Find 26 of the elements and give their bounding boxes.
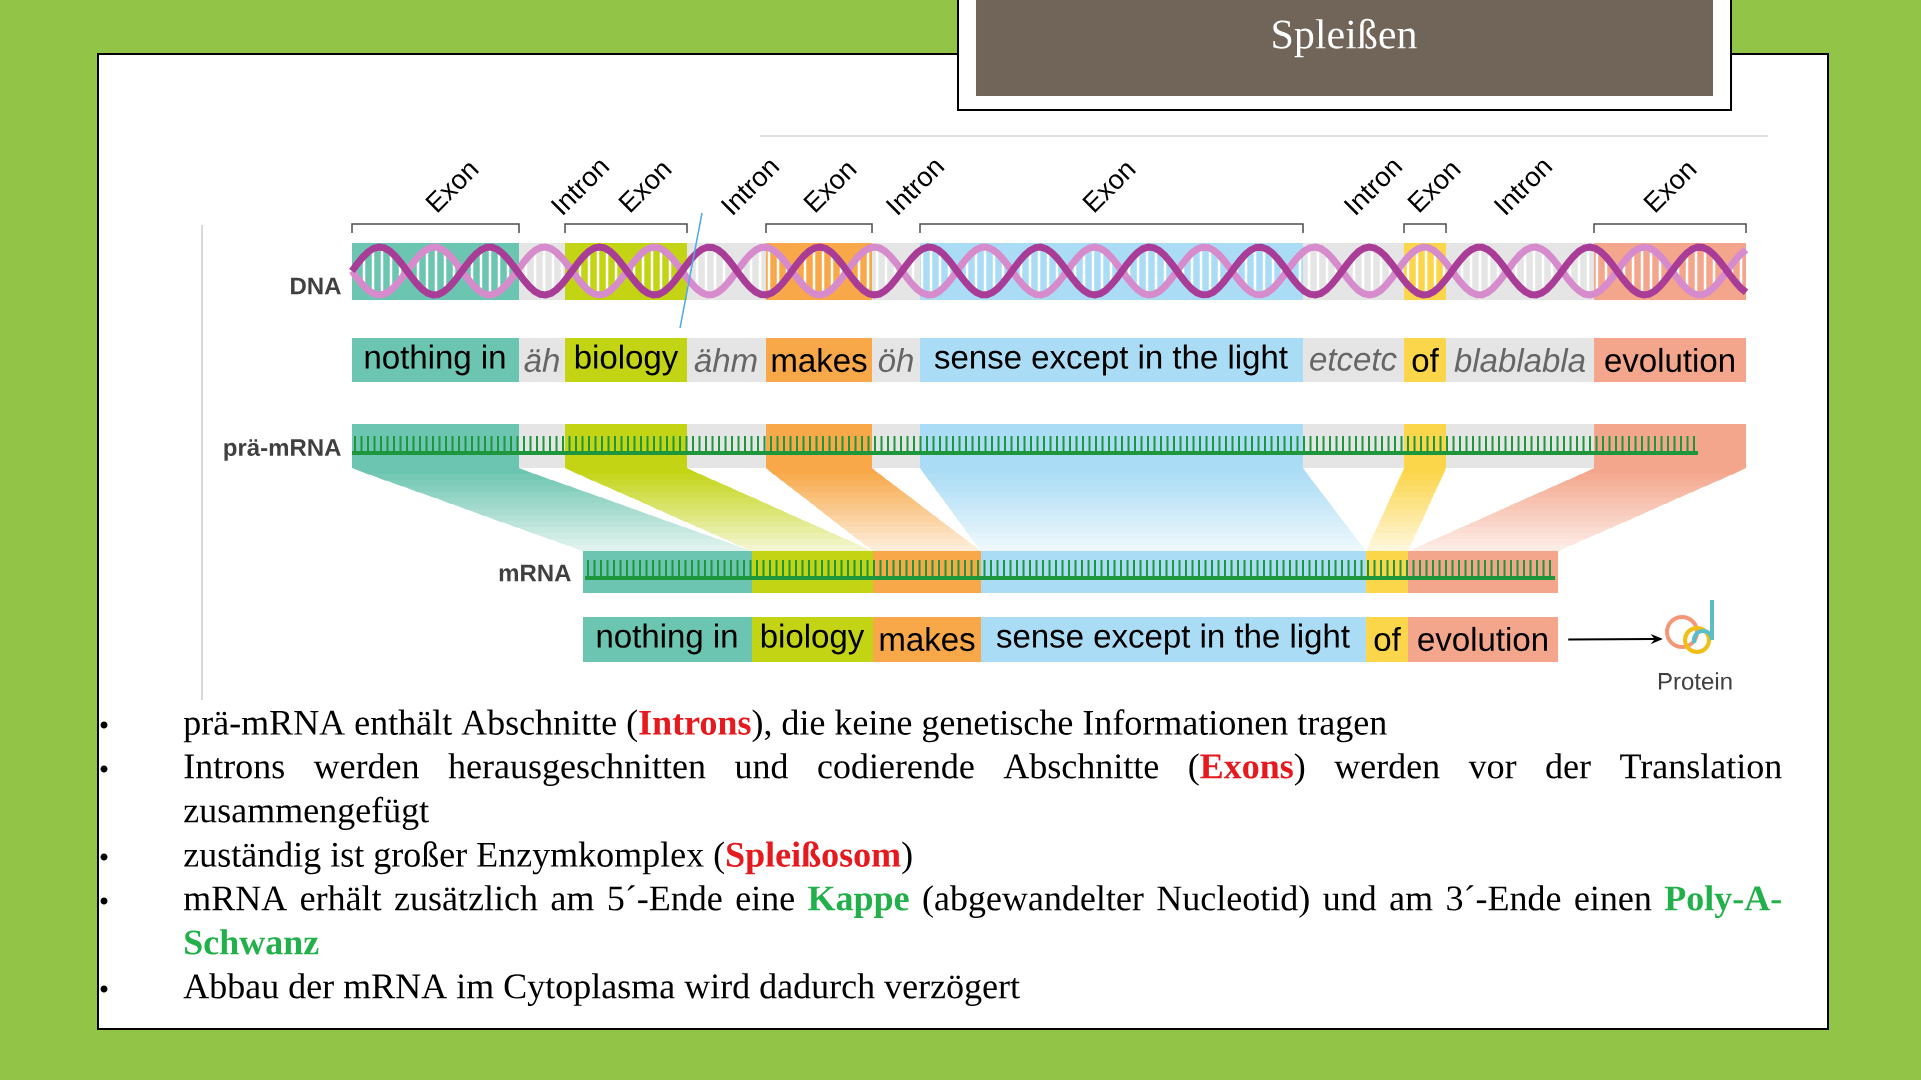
text-cell: biology xyxy=(565,338,687,382)
protein-label: Protein xyxy=(1658,672,1732,690)
text-cell: evolution xyxy=(1594,338,1746,382)
text-cell: ähm xyxy=(687,338,766,382)
row-label: DNA xyxy=(291,277,341,295)
row-label: mRNA xyxy=(499,564,571,582)
text-cell: makes xyxy=(766,338,872,382)
bullet-text: mRNA erhält zusätzlich am 5´-Ende eine Kappe (abgewandelter Nucleotid) und am 3´-Ende einen Poly-A-Schwanz xyxy=(183,885,1781,955)
bullet-text: prä-mRNA enthält Abschnitte (Introns), die keine genetische Informationen tragen xyxy=(183,709,1387,743)
bullet-text: Abbau der mRNA im Cytoplasma wird dadurch verzögert xyxy=(183,973,1020,1006)
text-cell: makes xyxy=(873,617,981,662)
text-cell: etcetc xyxy=(1303,338,1404,382)
text-cell: öh xyxy=(872,338,920,382)
title-banner: Spleißen xyxy=(957,0,1732,111)
text-cell: nothing in xyxy=(352,338,519,382)
text-cell: of xyxy=(1366,617,1408,662)
text-cell: blablabla xyxy=(1446,338,1594,382)
text-cell: äh xyxy=(519,338,565,382)
text-cell: sense except in the light xyxy=(920,338,1303,382)
bullet-text: zuständig ist großer Enzymkomplex (Spleißosom) xyxy=(184,841,912,875)
text-cell: evolution xyxy=(1408,617,1558,662)
text-cell: sense except in the light xyxy=(981,617,1366,662)
row-label: prä-mRNA xyxy=(224,439,341,461)
text-cell: of xyxy=(1404,338,1446,382)
text-cell: nothing in xyxy=(583,617,752,662)
text-cell: biology xyxy=(752,617,873,662)
